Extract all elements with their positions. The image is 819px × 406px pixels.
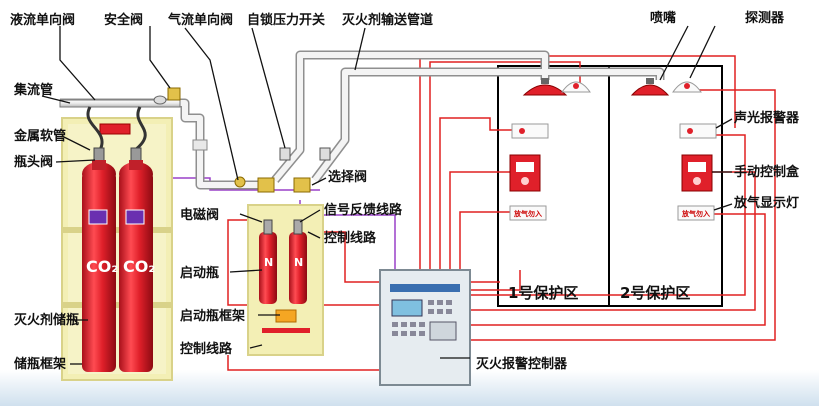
zone-2-boundary [608, 65, 723, 307]
storage-frame [61, 117, 173, 381]
label-liquid-check-valve: 液流单向阀 [10, 12, 75, 28]
metal-hose-2 [134, 106, 147, 152]
n2-mark-1: N [264, 256, 273, 269]
pressure-switch-2-icon [319, 147, 331, 161]
label-discharge-light: 放气显示灯 [733, 195, 799, 211]
start-bottle-frame [247, 204, 324, 356]
label-nozzle: 喷嘴 [650, 10, 676, 26]
frame-nameplate [99, 123, 131, 135]
safety-valve-icon [167, 87, 181, 101]
start-bottle-1 [259, 219, 277, 304]
manifold-pipe [59, 99, 181, 108]
label-metal-hose: 金属软管 [13, 128, 66, 144]
metal-hose-1 [86, 106, 104, 151]
sound-light-alarm-2-icon [679, 123, 717, 139]
label-control-line-top: 控制线路 [324, 230, 377, 246]
manual-control-box-2-icon [681, 154, 713, 192]
label-sound-light-alarm: 声光报警器 [733, 110, 800, 126]
discharge-light-2: 放气勿入 [677, 205, 715, 221]
pressure-switch-1-icon [279, 147, 291, 161]
nozzle-1-icon [522, 78, 568, 96]
gas-check-valve-icon [234, 176, 246, 188]
label-feedback-line: 信号反馈线路 [324, 202, 403, 218]
detector-2-icon [672, 81, 702, 93]
control-wires [227, 55, 776, 371]
co2-cylinder-1 [82, 147, 116, 372]
n2-mark-2: N [294, 256, 303, 269]
label-agent-pipeline: 灭火剂输送管道 [341, 12, 433, 28]
label-bottle-valve: 瓶头阀 [14, 154, 53, 170]
discharge-light-2-text: 放气勿入 [681, 209, 710, 218]
label-selector-valve: 选择阀 [328, 169, 367, 185]
discharge-light-1-text: 放气勿入 [513, 209, 542, 218]
sound-light-alarm-1-icon [511, 123, 549, 139]
co2-mark-1: CO₂ [86, 257, 118, 276]
label-manifold: 集流管 [13, 82, 53, 98]
selector-valve-1-icon [257, 177, 275, 193]
label-alarm-controller: 灭火报警控制器 [475, 356, 568, 372]
co2-mark-2: CO₂ [123, 257, 155, 276]
alarm-controller-cabinet [379, 269, 471, 386]
label-solenoid-valve: 电磁阀 [180, 207, 219, 223]
label-start-frame: 启动瓶框架 [180, 308, 245, 324]
manual-control-box-1-icon [509, 154, 541, 192]
co2-cylinder-2 [119, 147, 153, 372]
pipe-coupling [192, 139, 208, 151]
zone-1-title: 1号保护区 [508, 284, 578, 302]
leader-lines [41, 25, 733, 365]
label-detector: 探测器 [745, 10, 785, 26]
label-gas-check-valve: 气流单向阀 [168, 12, 233, 28]
selector-valve-2-icon [293, 177, 311, 193]
label-self-lock-switch: 自锁压力开关 [247, 12, 325, 28]
discharge-light-1: 放气勿入 [509, 205, 547, 221]
label-agent-storage-bottle: 灭火剂储瓶 [13, 312, 79, 328]
label-storage-frame: 储瓶框架 [13, 356, 66, 372]
nozzle-2-icon [630, 78, 670, 96]
safety-valve-cap [153, 95, 167, 105]
zone-2-title: 2号保护区 [620, 284, 690, 302]
label-start-bottle: 启动瓶 [180, 265, 219, 281]
start-bottle-2 [289, 219, 307, 304]
detector-1-icon [561, 81, 591, 93]
label-control-line-bottom: 控制线路 [180, 341, 233, 357]
label-manual-control-box: 手动控制盒 [734, 164, 800, 180]
label-safety-valve: 安全阀 [104, 12, 143, 28]
